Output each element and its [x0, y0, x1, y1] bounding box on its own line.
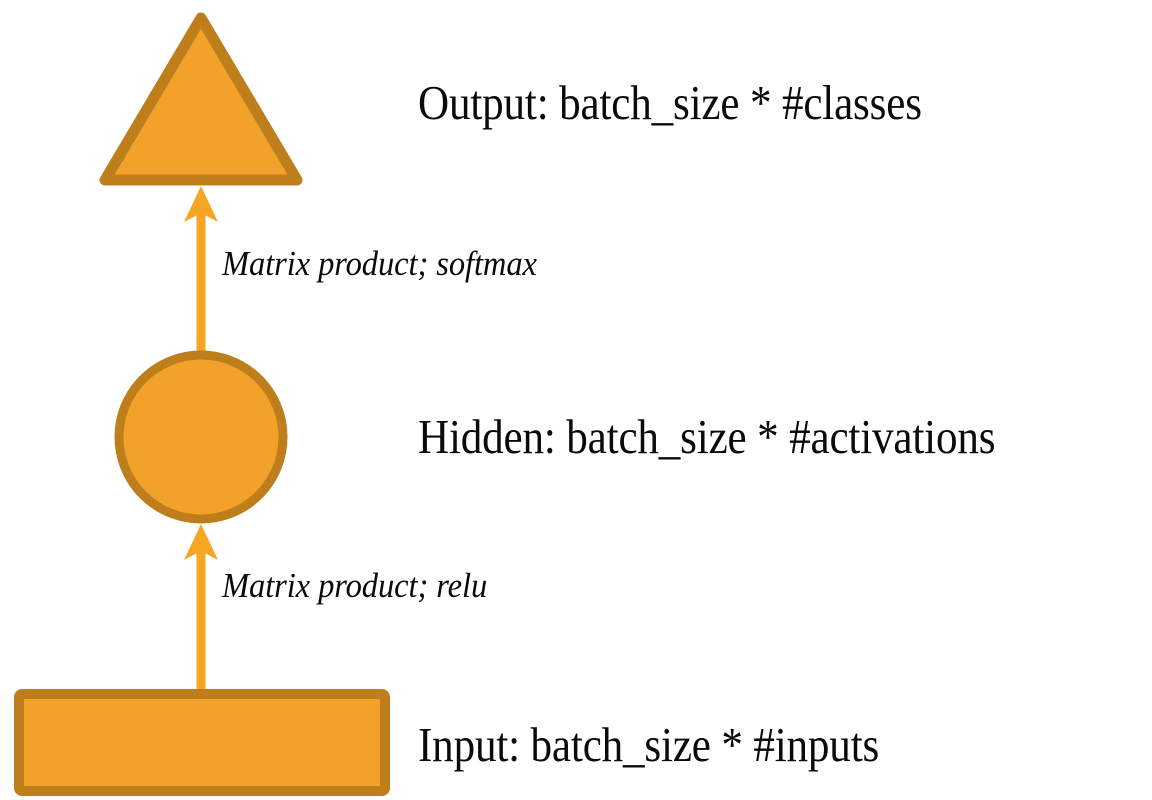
edge-hidden-to-output-label: Matrix product; softmax — [222, 244, 537, 283]
node-hidden-label: Hidden: batch_size * #activations — [418, 409, 996, 464]
edge-input-to-hidden-label: Matrix product; relu — [222, 566, 488, 605]
arrow-input-to-hidden — [184, 524, 218, 689]
node-input-rectangle — [14, 689, 390, 796]
node-hidden-circle — [114, 350, 288, 524]
node-output-label: Output: batch_size * #classes — [418, 75, 922, 130]
arrow-hidden-to-output — [184, 186, 218, 352]
node-output-triangle — [99, 12, 303, 186]
arrow-head — [184, 186, 218, 222]
node-input-label: Input: batch_size * #inputs — [418, 717, 880, 772]
arrow-head — [184, 524, 218, 560]
